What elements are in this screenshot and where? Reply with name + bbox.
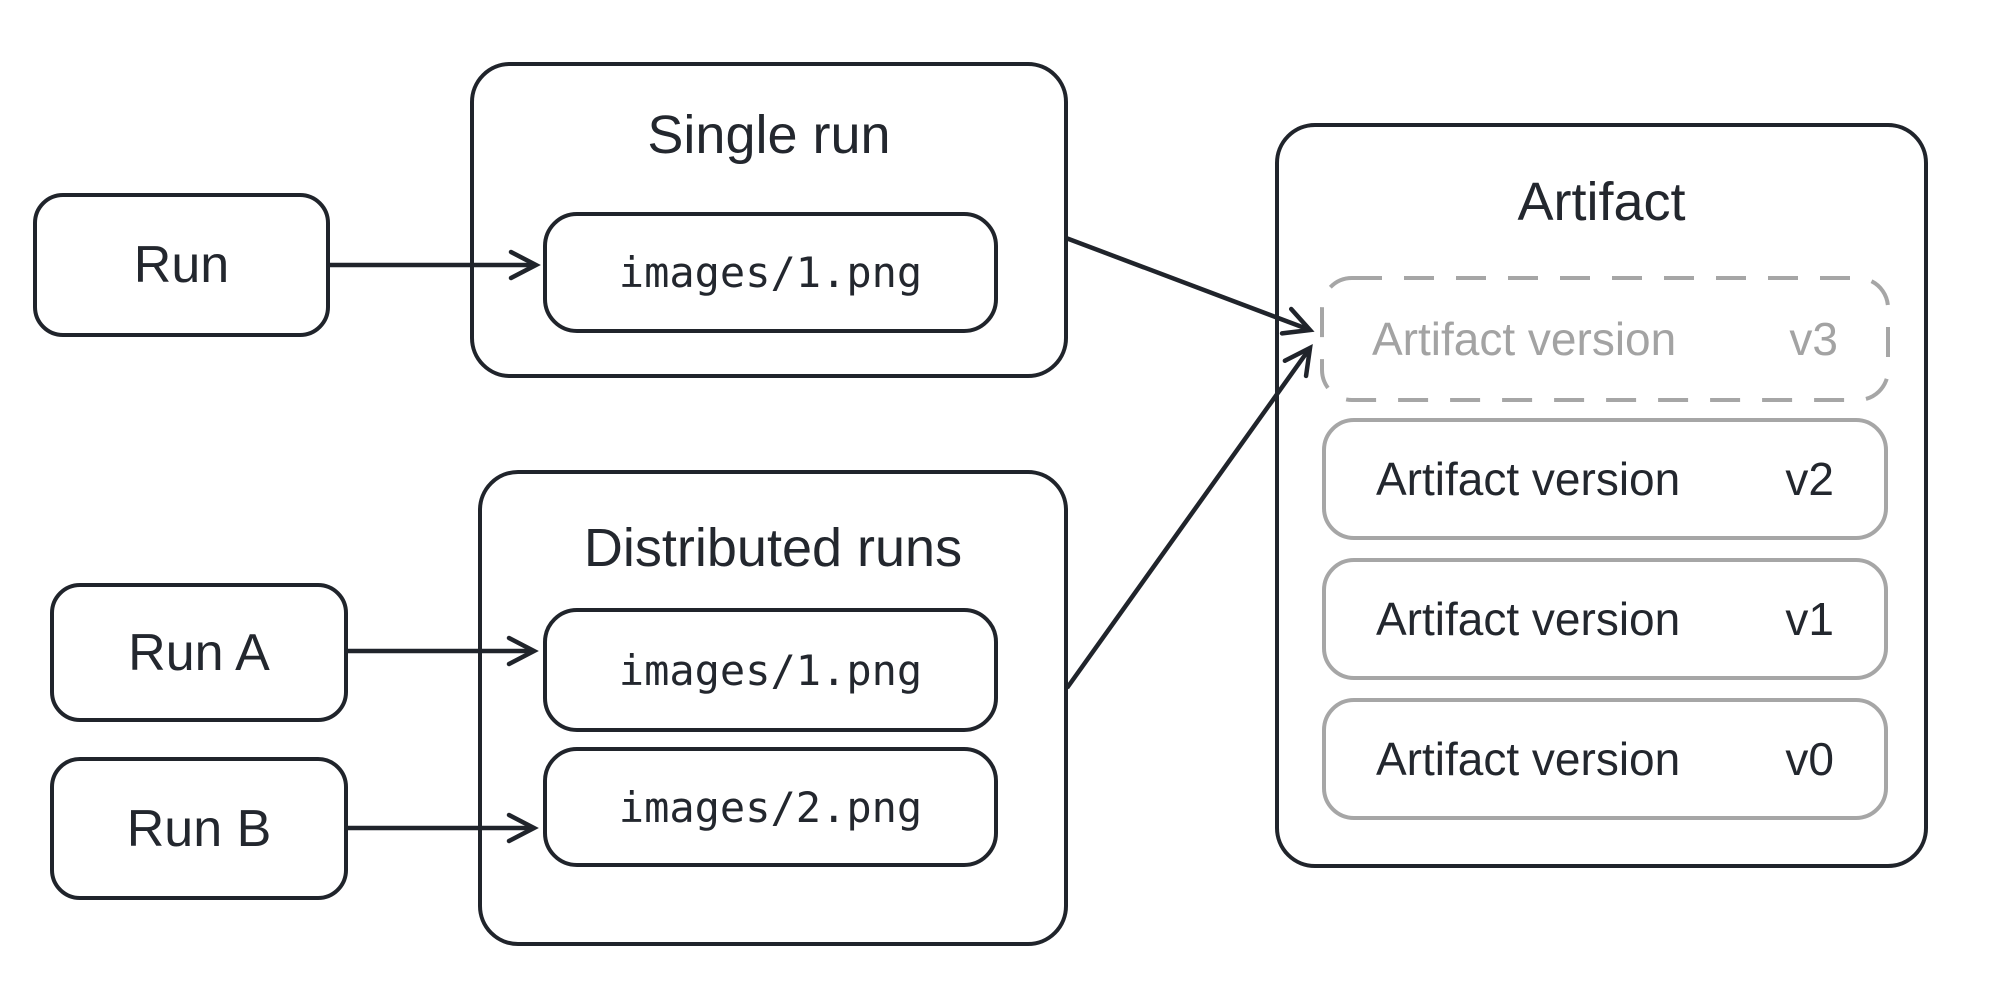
group-artifact-title: Artifact [1517,172,1686,232]
artifact-version-row-v3: Artifact version v3 [1322,278,1888,400]
artifact-version-v3-value: v3 [1789,313,1838,365]
node-run-b-label: Run B [126,799,272,858]
group-single-run-title: Single run [647,105,891,165]
node-run-b: Run B [50,757,348,900]
artifact-version-v1-label: Artifact version [1376,593,1681,645]
node-run: Run [33,193,330,337]
file-single-images-1-label: images/1.png [618,248,923,297]
node-run-a-label: Run A [128,623,270,682]
node-run-a: Run A [50,583,348,722]
file-distributed-images-2: images/2.png [543,747,998,867]
artifact-version-v2-label: Artifact version [1376,453,1681,505]
file-single-images-1: images/1.png [543,212,998,333]
file-distributed-images-1: images/1.png [543,608,998,732]
edge-single-run-to-artifact-v3 [1065,235,1315,336]
artifact-version-row-v0: Artifact version v0 [1322,698,1888,820]
artifact-version-v0-value: v0 [1785,733,1834,785]
artifact-version-v1-value: v1 [1785,593,1834,645]
artifact-version-v2-value: v2 [1785,453,1834,505]
artifact-version-v0-label: Artifact version [1376,733,1681,785]
artifact-version-row-v2: Artifact version v2 [1322,418,1888,540]
edge-distributed-runs-to-artifact-v3 [1065,344,1313,690]
node-run-label: Run [133,236,230,294]
file-distributed-images-2-label: images/2.png [618,782,923,832]
artifact-version-v3-label: Artifact version [1372,313,1677,365]
file-distributed-images-1-label: images/1.png [618,645,923,695]
artifact-version-row-v1: Artifact version v1 [1322,558,1888,680]
group-distributed-runs-title: Distributed runs [583,518,963,578]
